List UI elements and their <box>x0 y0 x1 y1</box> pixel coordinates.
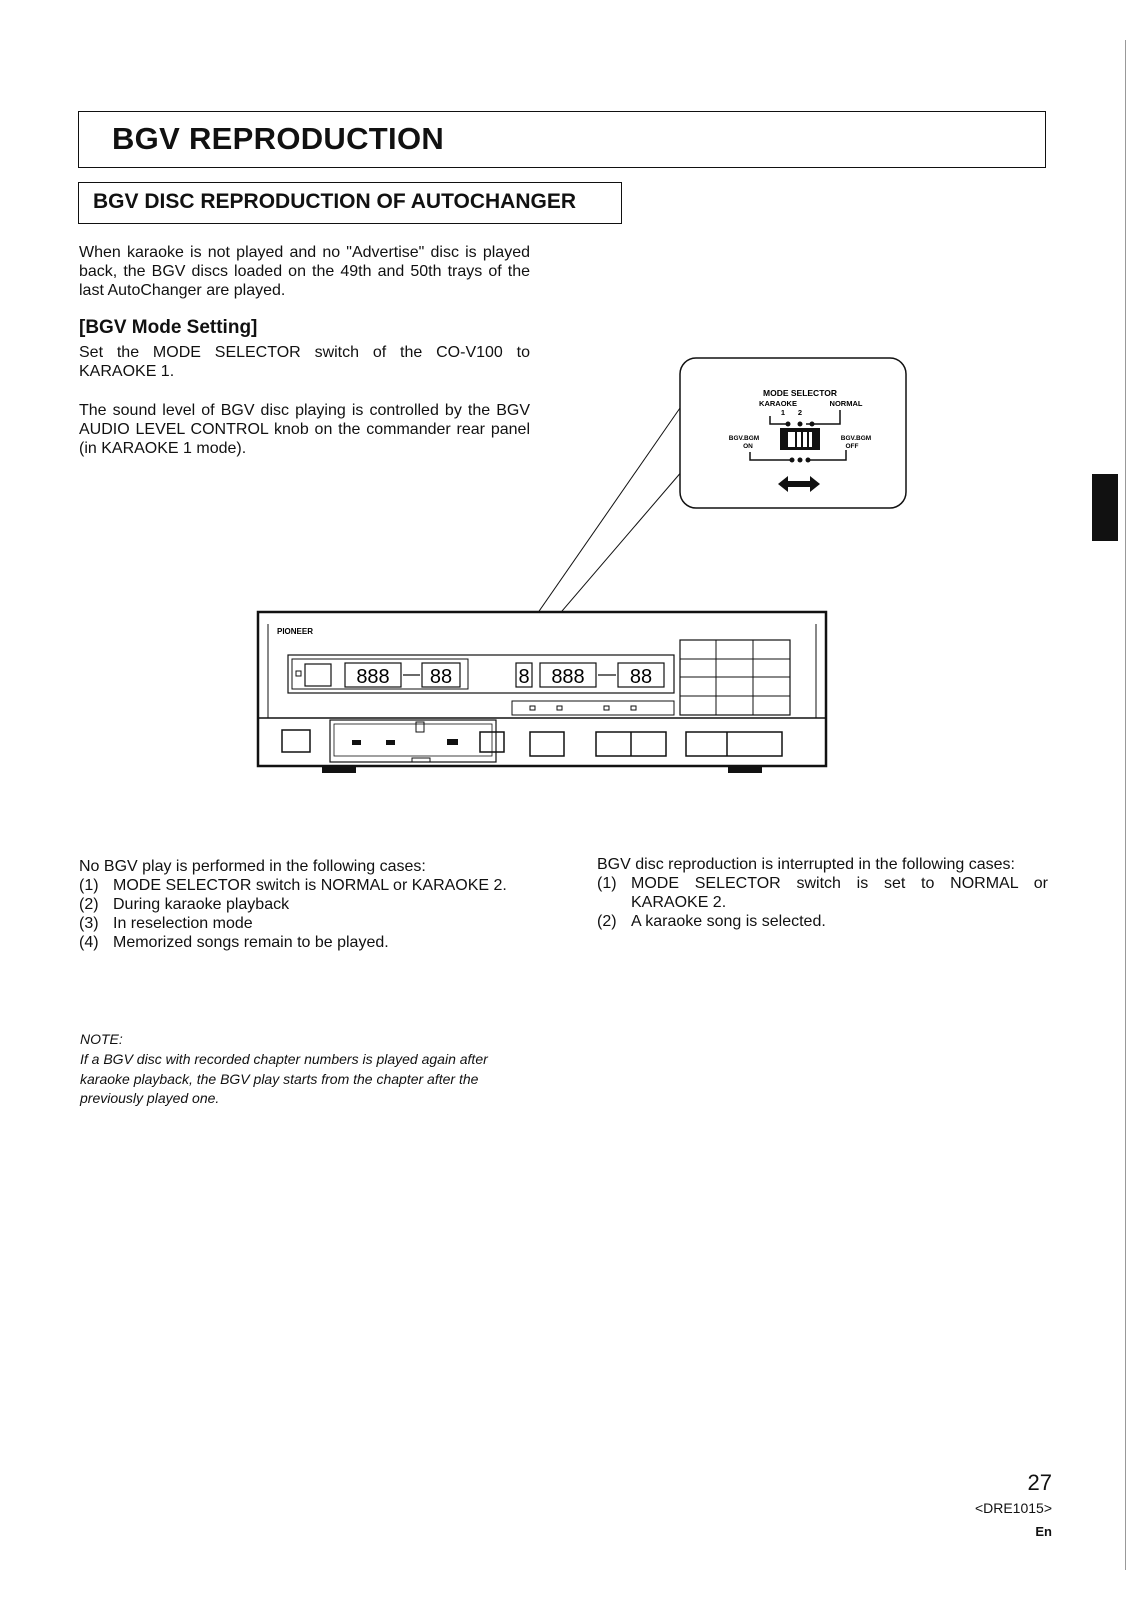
off-label: OFF <box>846 443 859 450</box>
karaoke-label: KARAOKE <box>759 399 797 408</box>
list-item: (3) In reselection mode <box>79 914 539 933</box>
note-title: NOTE: <box>80 1031 123 1047</box>
list-item-number: (1) <box>597 875 617 892</box>
display-left-small-digits: 88 <box>430 666 452 688</box>
list-item-text: MODE SELECTOR switch is NORMAL or KARAOK… <box>113 877 507 894</box>
list-item-number: (2) <box>79 896 99 913</box>
intro-paragraph: When karaoke is not played and no "Adver… <box>79 244 530 299</box>
list-item-number: (4) <box>79 934 99 951</box>
bgv-off-label: BGV.BGM <box>841 435 871 442</box>
interrupt-head: BGV disc reproduction is interrupted in … <box>597 856 1015 873</box>
brand-logo: PIONEER <box>277 627 313 636</box>
chapter-tab-marker <box>1092 474 1118 541</box>
page-number: 27 <box>1027 1470 1052 1495</box>
slide-arrow-icon <box>778 476 820 492</box>
note-body: If a BGV disc with recorded chapter numb… <box>80 1051 488 1106</box>
no-play-head: No BGV play is performed in the followin… <box>79 858 426 875</box>
position-2-label: 2 <box>798 408 802 417</box>
document-code: <DRE1015> <box>974 1500 1052 1516</box>
mode-setting-instruction: Set the MODE SELECTOR switch of the CO-V… <box>79 344 530 380</box>
bgv-on-label: BGV.BGM <box>729 435 759 442</box>
list-item-text: A karaoke song is selected. <box>631 913 826 930</box>
list-item-number: (3) <box>79 915 99 932</box>
sound-level-paragraph: The sound level of BGV disc playing is c… <box>79 402 530 457</box>
list-item: (1) MODE SELECTOR switch is set to NORMA… <box>597 874 1048 912</box>
on-label: ON <box>743 443 753 450</box>
normal-label: NORMAL <box>830 399 863 408</box>
list-item-number: (1) <box>79 877 99 894</box>
display-right-digits: 888 <box>551 666 584 688</box>
section-title: BGV DISC REPRODUCTION OF AUTOCHANGER <box>93 190 577 213</box>
list-item-text: In reselection mode <box>113 915 253 932</box>
list-item-number: (2) <box>597 913 617 930</box>
interrupt-list: BGV disc reproduction is interrupted in … <box>597 855 1048 931</box>
no-play-list: No BGV play is performed in the followin… <box>79 857 539 952</box>
mode-setting-heading: [BGV Mode Setting] <box>79 317 258 338</box>
list-item-text: MODE SELECTOR switch is set to NORMAL or… <box>631 875 1048 911</box>
list-item: (1) MODE SELECTOR switch is NORMAL or KA… <box>79 876 539 895</box>
list-item-text: Memorized songs remain to be played. <box>113 934 389 951</box>
display-right-digit: 8 <box>518 666 529 688</box>
page-title: BGV REPRODUCTION <box>112 121 445 156</box>
list-item: (2) A karaoke song is selected. <box>597 912 1048 931</box>
list-item: (4) Memorized songs remain to be played. <box>79 933 539 952</box>
title-box: BGV REPRODUCTION <box>78 111 1046 168</box>
mode-selector-label: MODE SELECTOR <box>763 388 837 398</box>
page-edge-line <box>1125 40 1126 1570</box>
autochanger-figure: MODE SELECTOR KARAOKE NORMAL 1 2 BGV.BGM… <box>256 357 907 773</box>
autochanger-front-panel: PIONEER 888 88 8 888 88 <box>256 610 828 773</box>
display-left-digits: 888 <box>356 666 389 688</box>
display-right-small-digits: 88 <box>630 666 652 688</box>
language-code: En <box>1035 1524 1052 1539</box>
section-title-box: BGV DISC REPRODUCTION OF AUTOCHANGER <box>78 182 622 224</box>
list-item-text: During karaoke playback <box>113 896 290 913</box>
position-1-label: 1 <box>781 408 785 417</box>
list-item: (2) During karaoke playback <box>79 895 539 914</box>
